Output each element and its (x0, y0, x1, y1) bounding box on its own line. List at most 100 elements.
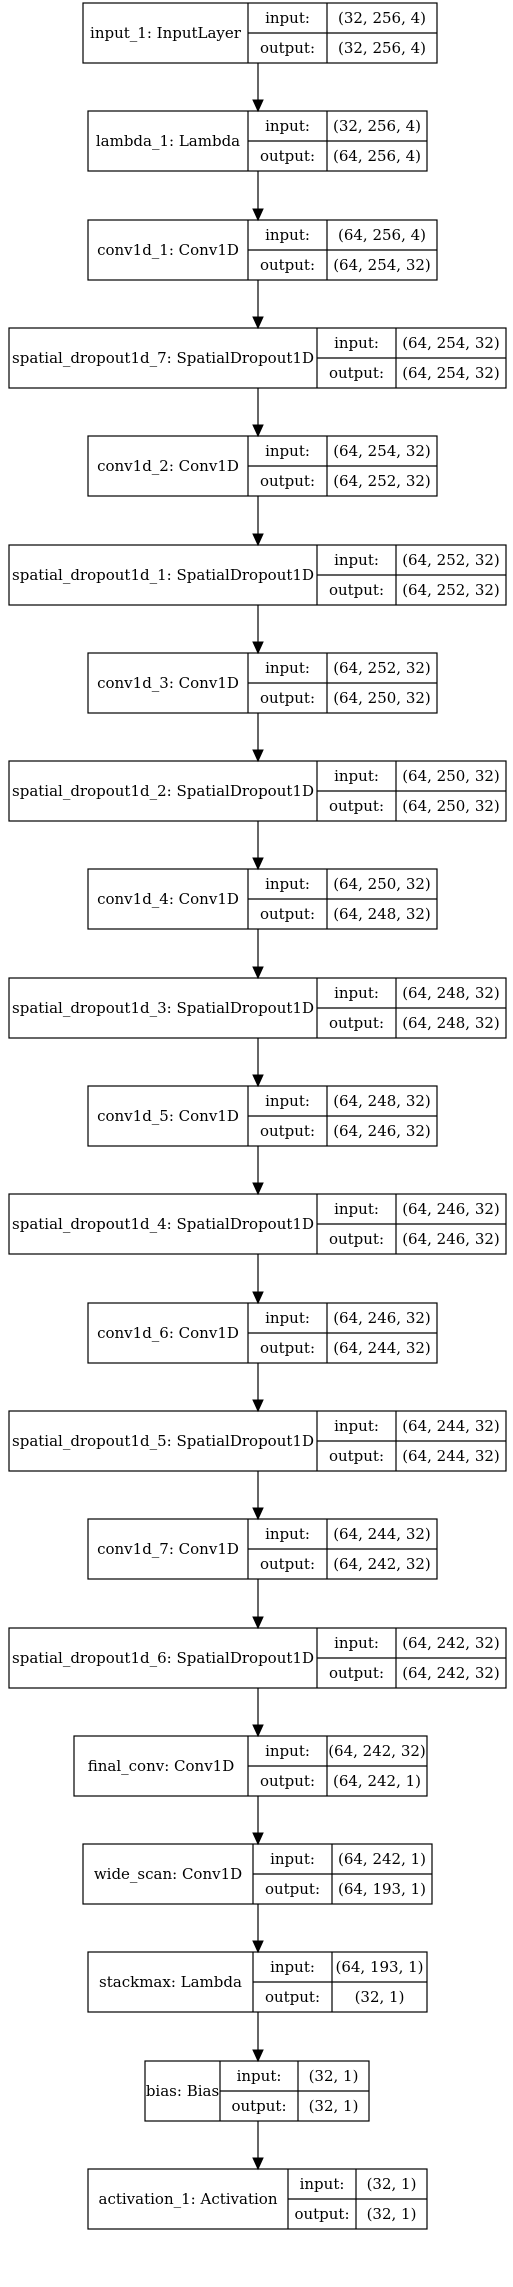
input-shape: (64, 256, 4) (338, 226, 426, 244)
layer-name: final_conv: Conv1D (88, 1757, 235, 1775)
input-label: input: (265, 875, 310, 893)
layer-name: wide_scan: Conv1D (94, 1865, 242, 1883)
input-shape: (64, 248, 32) (333, 1092, 431, 1110)
flow-arrow (252, 605, 264, 655)
input-shape: (64, 254, 32) (402, 334, 500, 352)
layer-node: conv1d_4: Conv1D input: output: (64, 250, 3… (87, 868, 438, 930)
input-label: input: (265, 1309, 310, 1327)
output-shape: (64, 250, 32) (333, 689, 431, 707)
input-label: input: (270, 1850, 315, 1868)
arrow-head (252, 2049, 264, 2063)
input-shape: (64, 250, 32) (402, 767, 500, 785)
arrow-head (252, 1399, 264, 1413)
output-shape: (64, 254, 32) (333, 256, 431, 274)
output-label: output: (260, 1122, 315, 1140)
flow-arrow (252, 2012, 264, 2063)
flow-arrow (252, 1904, 264, 1954)
output-label: output: (294, 2205, 349, 2223)
output-shape: (64, 256, 4) (333, 147, 421, 165)
layer-node: spatial_dropout1d_2: SpatialDropout1Dinp… (8, 760, 507, 822)
output-label: output: (260, 1339, 315, 1357)
flow-arrow (252, 171, 264, 222)
output-shape: (64, 193, 1) (338, 1880, 426, 1898)
flow-arrow (252, 1038, 264, 1088)
layer-node: spatial_dropout1d_4: SpatialDropout1Dinp… (8, 1193, 507, 1255)
layer-node: input_1: InputLayer input: output: (32, 256… (82, 2, 438, 64)
flow-arrow (252, 1688, 264, 1738)
output-label: output: (231, 2097, 286, 2115)
output-shape: (64, 242, 32) (402, 1664, 500, 1682)
flow-arrow (252, 1146, 264, 1196)
input-label: input: (265, 442, 310, 460)
flow-arrow (252, 1579, 264, 1630)
input-shape: (32, 1) (309, 2067, 359, 2085)
layer-name: stackmax: Lambda (99, 1973, 242, 1991)
input-shape: (64, 244, 32) (333, 1525, 431, 1543)
layer-node: spatial_dropout1d_1: SpatialDropout1Dinp… (8, 544, 507, 606)
output-label: output: (260, 905, 315, 923)
input-label: input: (265, 659, 310, 677)
arrow-head (252, 424, 264, 438)
output-label: output: (329, 1230, 384, 1248)
flow-arrow (252, 496, 264, 547)
output-shape: (64, 242, 32) (333, 1555, 431, 1573)
output-shape: (64, 252, 32) (402, 581, 500, 599)
output-shape: (64, 248, 32) (333, 905, 431, 923)
layer-name: bias: Bias (146, 2082, 219, 2100)
arrow-head (252, 1832, 264, 1846)
output-shape: (64, 250, 32) (402, 797, 500, 815)
flow-arrow (252, 713, 264, 763)
input-label: input: (265, 1525, 310, 1543)
layer-name: input_1: InputLayer (90, 24, 242, 42)
input-shape: (64, 242, 1) (338, 1850, 426, 1868)
input-shape: (64, 246, 32) (402, 1200, 500, 1218)
arrow-head (252, 857, 264, 871)
input-shape: (32, 1) (367, 2175, 417, 2193)
layer-name: spatial_dropout1d_7: SpatialDropout1D (12, 349, 314, 367)
output-label: output: (329, 1014, 384, 1032)
input-shape: (64, 252, 32) (333, 659, 431, 677)
output-label: output: (260, 1555, 315, 1573)
input-label: input: (334, 984, 379, 1002)
output-label: output: (260, 39, 315, 57)
layer-node: spatial_dropout1d_3: SpatialDropout1D inp… (8, 977, 507, 1039)
layer-name: conv1d_4: Conv1D (97, 890, 239, 908)
layer-node: final_conv: Conv1D input: output: (64, 242,… (73, 1735, 428, 1797)
input-shape: (64, 252, 32) (402, 551, 500, 569)
output-label: output: (329, 1664, 384, 1682)
output-shape: (32, 1) (309, 2097, 359, 2115)
input-shape: (64, 246, 32) (333, 1309, 431, 1327)
input-label: input: (334, 334, 379, 352)
input-label: input: (334, 767, 379, 785)
output-shape: (32, 256, 4) (338, 39, 426, 57)
arrow-head (252, 99, 264, 113)
layer-name: spatial_dropout1d_1: SpatialDropout1D (12, 566, 314, 584)
flow-arrow (252, 929, 264, 980)
layer-name: conv1d_1: Conv1D (97, 241, 239, 259)
arrow-head (252, 533, 264, 547)
arrow-head (252, 208, 264, 222)
output-label: output: (260, 689, 315, 707)
input-label: input: (265, 9, 310, 27)
output-label: output: (265, 1988, 320, 2006)
layer-name: spatial_dropout1d_3: SpatialDropout1D (12, 999, 314, 1017)
input-shape: (64, 250, 32) (333, 875, 431, 893)
input-label: input: (265, 226, 310, 244)
output-label: output: (260, 1772, 315, 1790)
layer-name: activation_1: Activation (99, 2190, 278, 2208)
output-shape: (64, 246, 32) (402, 1230, 500, 1248)
flow-arrow (252, 388, 264, 438)
input-shape: (64, 242, 32) (328, 1742, 426, 1760)
output-label: output: (329, 1447, 384, 1465)
input-label: input: (265, 1742, 310, 1760)
layer-name: spatial_dropout1d_6: SpatialDropout1D (12, 1649, 314, 1667)
